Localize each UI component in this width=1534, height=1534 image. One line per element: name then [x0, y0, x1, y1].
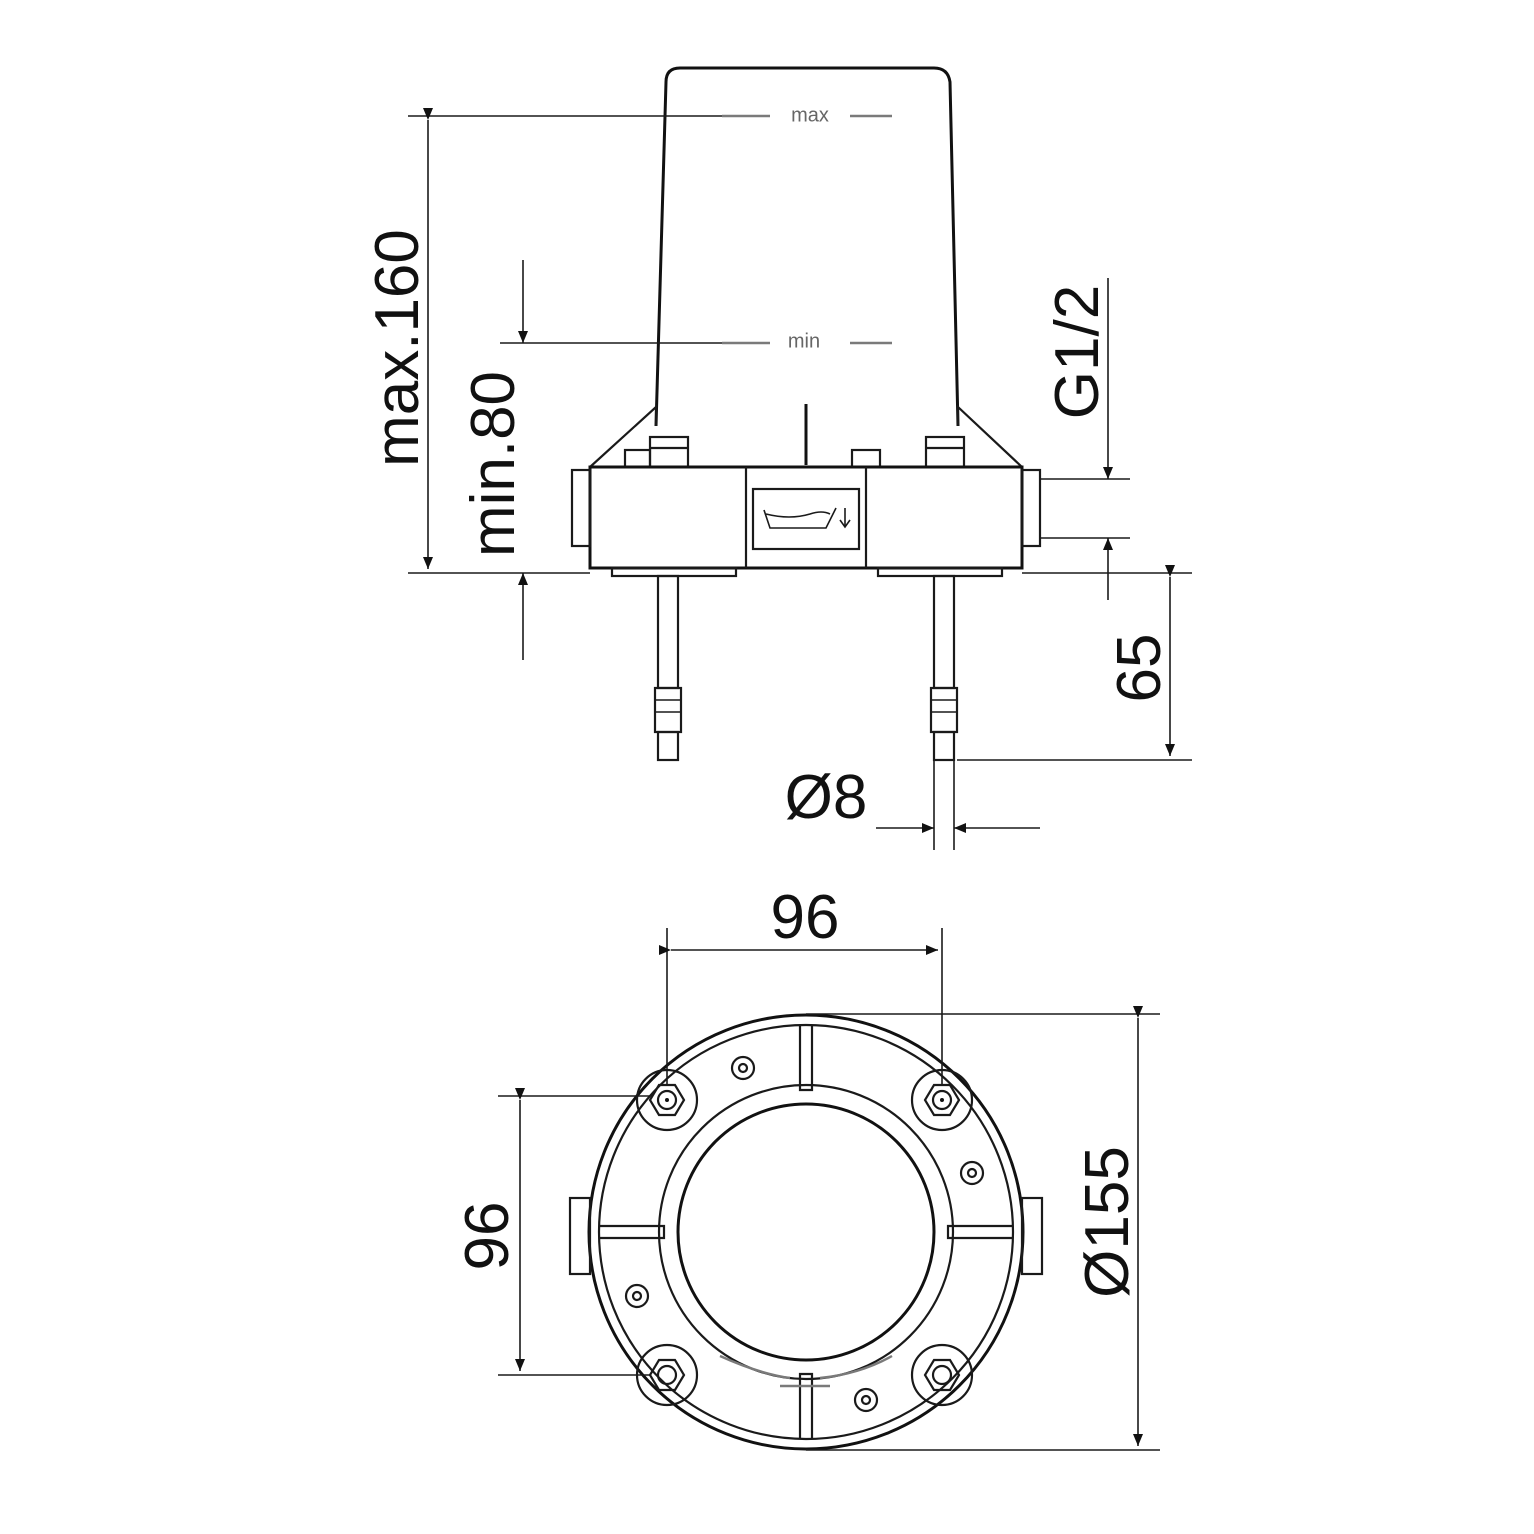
sleeve-outline	[654, 66, 960, 427]
dim-d155: Ø155	[806, 1006, 1160, 1451]
flange	[589, 404, 1023, 468]
sink-drain-icon	[763, 507, 851, 529]
nut-left	[623, 435, 690, 469]
small-hole	[853, 1387, 879, 1413]
small-hole	[959, 1160, 985, 1186]
dim-96-vertical: 96	[453, 1088, 650, 1376]
dim-height-max-label: max.160	[363, 229, 432, 467]
top-view: 96 96 Ø155	[453, 883, 1160, 1451]
dim-96-horizontal: 96	[659, 883, 943, 1086]
dim-65: 65	[957, 565, 1192, 761]
dim-pin-diameter-label: Ø8	[785, 763, 868, 832]
dim-d8: Ø8	[785, 763, 1040, 833]
min-marking: min	[788, 330, 820, 352]
bolt-bottom-right	[910, 1343, 974, 1407]
small-hole	[624, 1283, 650, 1309]
dim-max-160: max.160	[363, 108, 722, 574]
dim-height-min-label: min.80	[459, 371, 528, 557]
dim-horizontal-label: 96	[771, 883, 840, 952]
inner-ring	[657, 1083, 955, 1381]
dim-diameter-label: Ø155	[1073, 1146, 1142, 1298]
dim-min-80: min.80	[459, 260, 722, 660]
pin-left	[653, 574, 683, 762]
pin-right	[929, 574, 959, 850]
dim-g12: G1/2	[1040, 278, 1130, 600]
valve-body	[588, 465, 1024, 570]
dim-vertical-label: 96	[453, 1202, 522, 1271]
dim-thread-label: G1/2	[1043, 285, 1112, 419]
small-hole	[730, 1055, 756, 1081]
nut-right	[924, 435, 966, 469]
max-marking: max	[791, 104, 829, 126]
side-view: max min	[363, 66, 1192, 850]
dim-pin-length-label: 65	[1105, 634, 1174, 703]
